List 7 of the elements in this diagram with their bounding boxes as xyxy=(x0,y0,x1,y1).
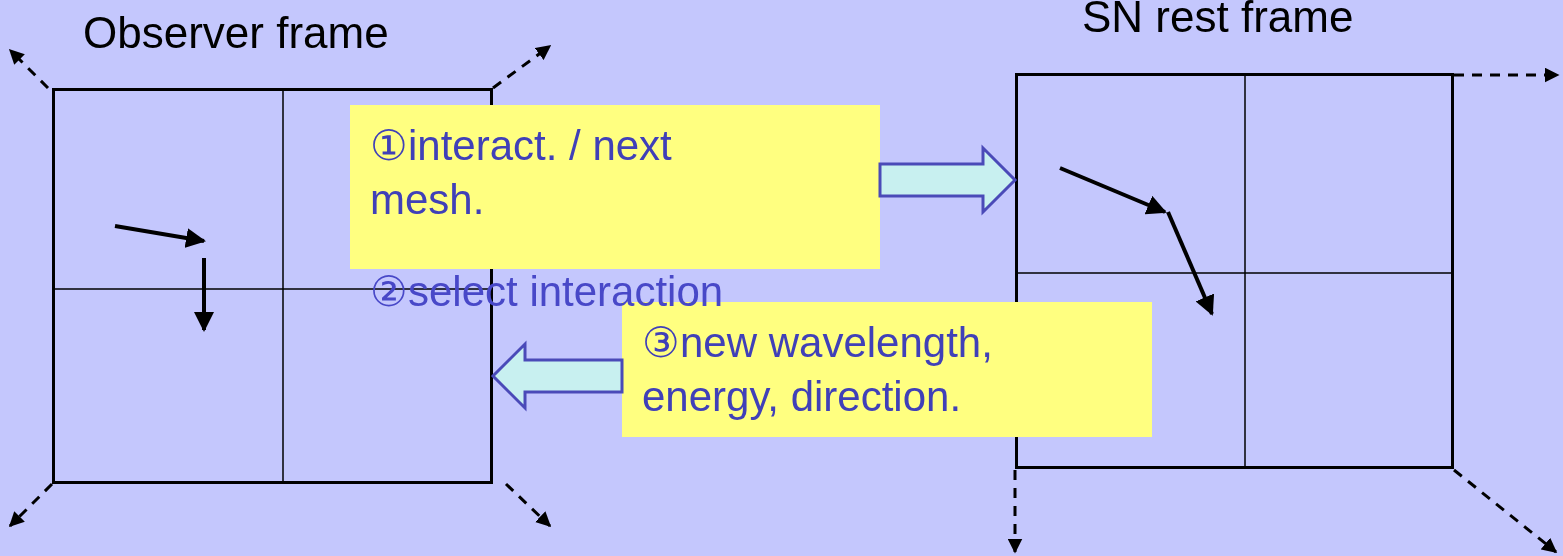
note-text: ①interact. / next mesh. xyxy=(370,121,673,225)
block-arrow xyxy=(878,144,1018,216)
note-box xyxy=(350,105,880,269)
note-text: ③new wavelength, energy, direction. xyxy=(642,318,994,422)
frame-title: SN rest frame xyxy=(1082,0,1354,42)
block-arrow xyxy=(490,340,624,412)
frame-title: Observer frame xyxy=(83,8,389,58)
